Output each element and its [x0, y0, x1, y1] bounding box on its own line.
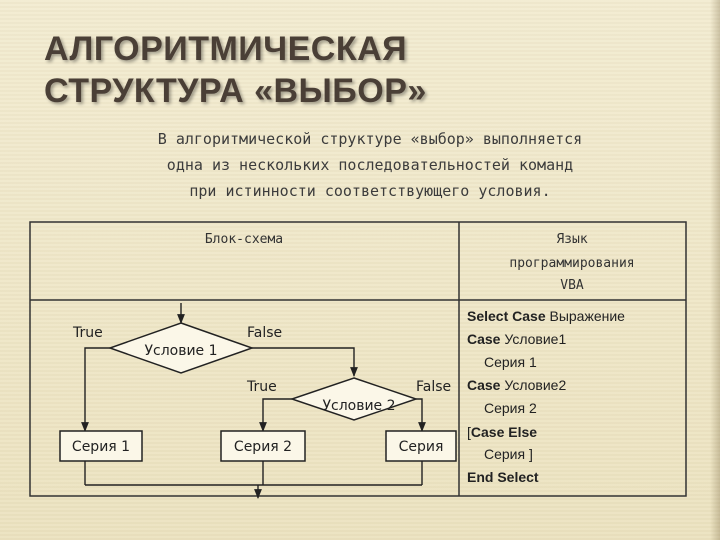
code-line-case-1: Case Условие1	[467, 331, 566, 347]
code-line-series-1: Серия 1	[484, 354, 537, 370]
true-branch-2-line	[259, 398, 292, 432]
code-text: Условие2	[500, 377, 566, 393]
code-line-case-2: Case Условие2	[467, 377, 566, 393]
false-label-2: False	[416, 379, 451, 395]
title-line-2: СТРУКТУРА «ВЫБОР»	[44, 72, 427, 110]
intro-line-2: одна из нескольких последовательностей к…	[166, 156, 574, 174]
table-frame	[29, 221, 687, 497]
slide-title: АЛГОРИТМИЧЕСКАЯ СТРУКТУРА «ВЫБОР»	[44, 28, 427, 112]
true-label-1: True	[72, 325, 103, 341]
intro-line-3: при истинности соответствующего условия.	[189, 182, 551, 200]
series-2-label: Серия 2	[234, 439, 292, 455]
code-text: Выражение	[546, 308, 626, 324]
code-line-case-else: [Case Else	[467, 424, 537, 440]
code-line-series-else: Серия ]	[484, 446, 533, 462]
series-1-label: Серия 1	[72, 439, 130, 455]
series-1-box	[59, 430, 143, 462]
code-keyword: Case Else	[471, 424, 537, 440]
code-bracket: [	[467, 424, 471, 440]
condition-1-label: Условие 1	[144, 343, 217, 359]
page-edge-shadow	[710, 0, 720, 540]
column-header-language-line-2: программирования	[509, 256, 634, 271]
column-header-flowchart: Блок-схема	[205, 232, 283, 247]
false-branch-2-line	[416, 398, 426, 432]
true-branch-1-line	[81, 347, 110, 432]
condition-2-label: Условие 2	[322, 398, 395, 414]
code-keyword: Case	[467, 377, 501, 393]
code-text: Условие1	[500, 331, 566, 347]
column-header-language-line-1: Язык	[556, 232, 587, 247]
column-header-language-line-3: VBA	[560, 278, 584, 293]
series-3-box	[385, 430, 457, 462]
intro-text: В алгоритмической структуре «выбор» выпо…	[40, 126, 700, 204]
true-label-2: True	[246, 379, 277, 395]
title-line-1: АЛГОРИТМИЧЕСКАЯ	[44, 30, 408, 68]
code-line-end-select: End Select	[467, 469, 539, 485]
code-keyword: Select Case	[467, 308, 546, 324]
series-2-box	[220, 430, 306, 462]
code-line-select-case: Select Case Выражение	[467, 308, 625, 324]
series-3-label: Серия	[399, 439, 444, 455]
intro-line-1: В алгоритмической структуре «выбор» выпо…	[157, 130, 583, 148]
condition-2-diamond	[289, 377, 419, 421]
code-keyword: Case	[467, 331, 501, 347]
condition-1-diamond	[107, 322, 255, 374]
false-branch-1-line	[252, 347, 358, 377]
false-label-1: False	[247, 325, 282, 341]
code-line-series-2: Серия 2	[484, 400, 537, 416]
